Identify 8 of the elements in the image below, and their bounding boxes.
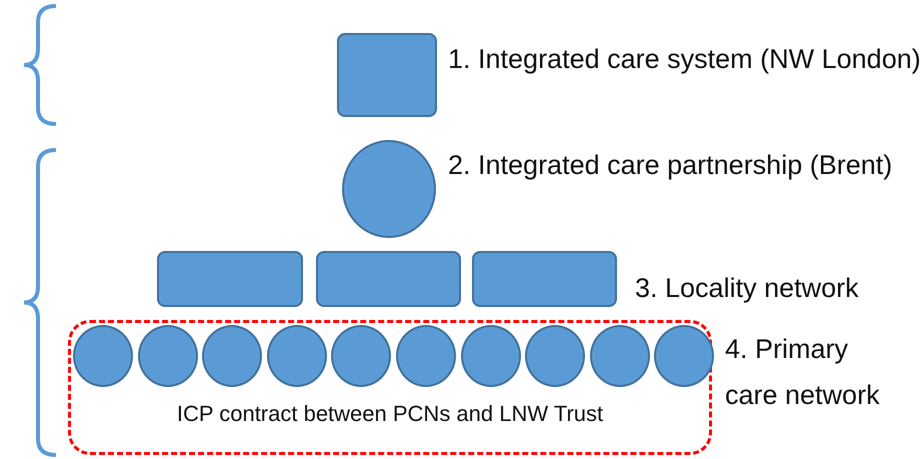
level-label: 1. Integrated care system (NW London)	[448, 43, 922, 76]
process-box	[316, 251, 461, 307]
level-label: 4. Primary care network	[725, 333, 881, 412]
level-label: 2. Integrated care partnership (Brent)	[448, 149, 894, 182]
circle-shape	[654, 325, 714, 387]
level-label: 3. Locality network	[635, 272, 860, 305]
process-box	[157, 251, 303, 307]
group-label: ICP contract between PCNs and LNW Trust	[176, 401, 604, 427]
